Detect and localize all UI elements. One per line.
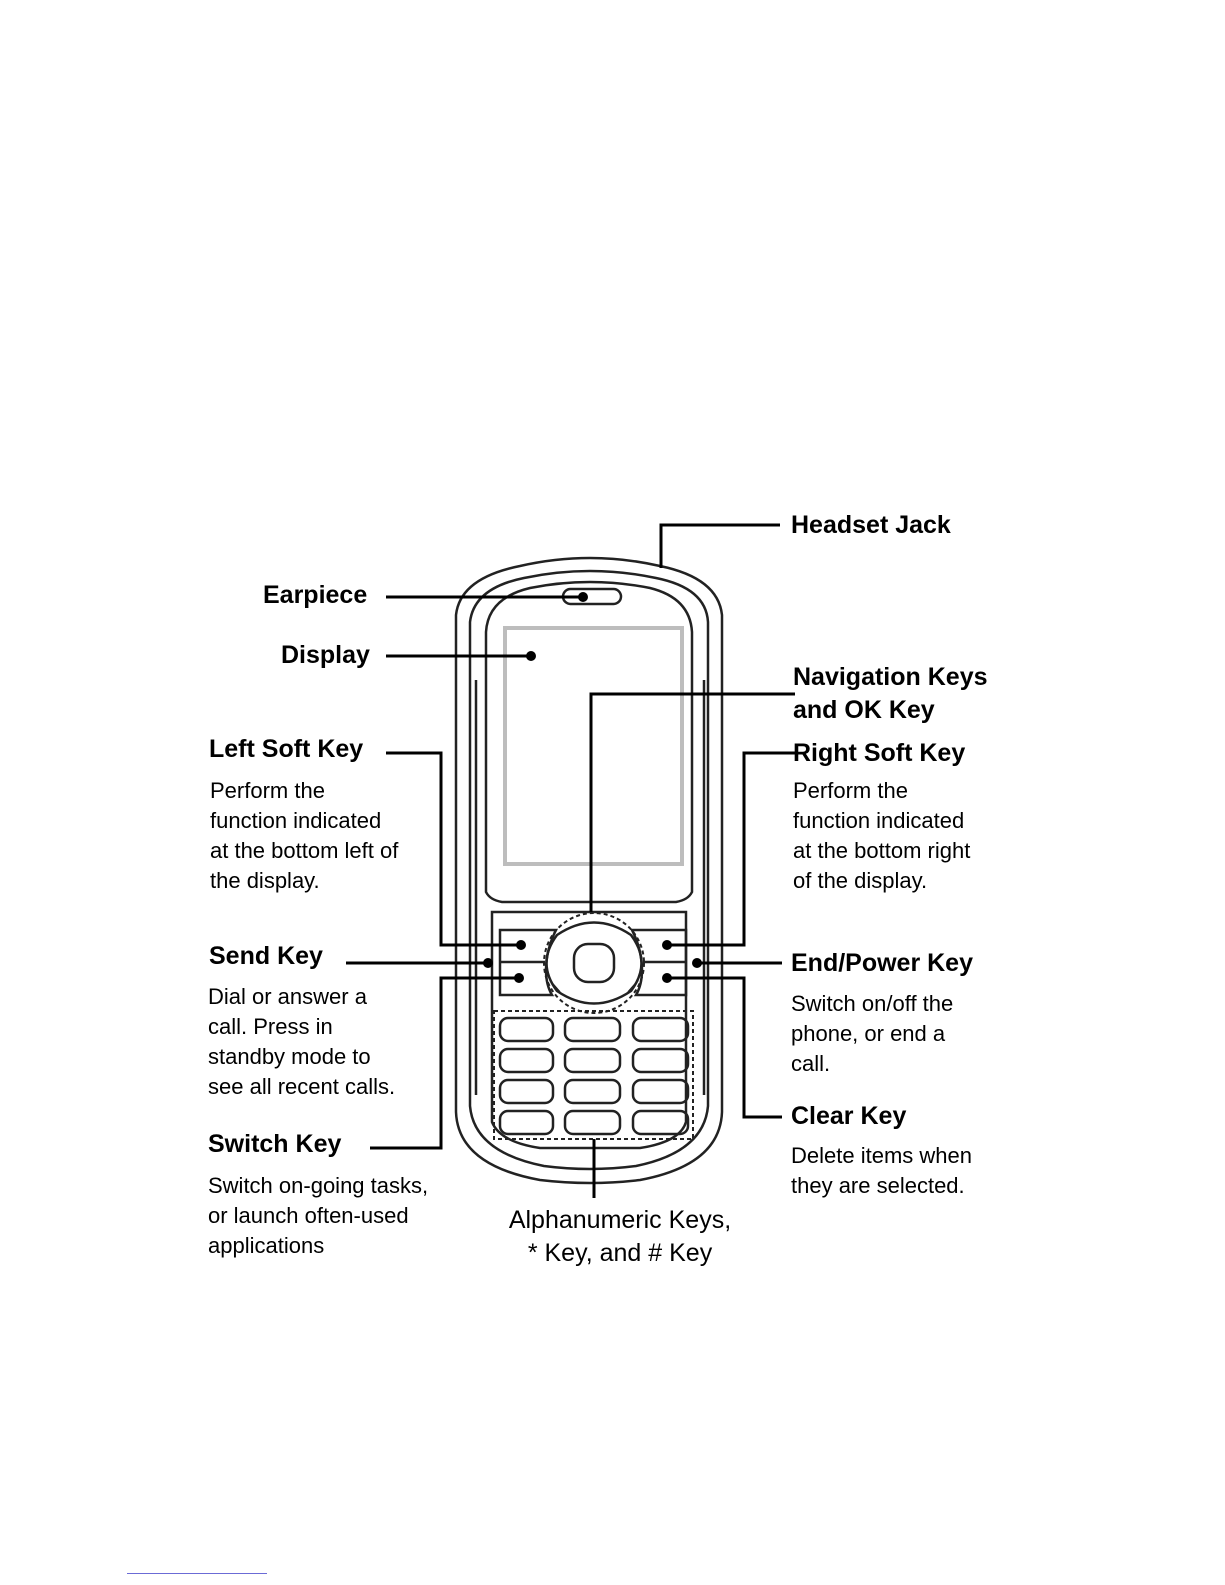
leader-lines: [346, 523, 795, 1198]
switch-key-description: Switch on-going tasks, or launch often-u…: [208, 1173, 429, 1258]
leader-dots: [483, 592, 702, 983]
soft-key-panels: [498, 928, 688, 997]
right-soft-key-description: Perform the function indicated at the bo…: [793, 778, 971, 893]
navigation-keys-label-line2: and OK Key: [793, 696, 935, 724]
navigation-leader: [589, 692, 795, 912]
navigation-pad: [543, 912, 645, 1014]
send-key-label: Send Key: [209, 942, 323, 970]
send-key-description: Dial or answer a call. Press in standby …: [208, 984, 396, 1099]
navigation-keys-label-line1: Navigation Keys: [793, 663, 988, 691]
alphanumeric-keys-label-line2: * Key, and # Key: [527, 1239, 713, 1267]
clear-key-leader: [667, 976, 782, 1119]
right-soft-key-label: Right Soft Key: [793, 739, 966, 767]
clear-key-description: Delete items when they are selected.: [791, 1143, 972, 1198]
display-screen: [503, 626, 684, 866]
headset-jack-label: Headset Jack: [791, 511, 951, 539]
end-power-key-description: Switch on/off the phone, or end a call.: [791, 991, 954, 1076]
alphanumeric-keypad: [493, 1010, 694, 1140]
switch-key-label: Switch Key: [208, 1130, 342, 1158]
ok-key: [572, 942, 616, 984]
left-soft-key-description: Perform the function indicated at the bo…: [210, 778, 399, 893]
end-power-key-label: End/Power Key: [791, 949, 973, 977]
switch-key-leader: [370, 976, 519, 1150]
left-soft-key-leader: [386, 751, 521, 947]
earpiece-label: Earpiece: [263, 581, 368, 609]
clear-key-label: Clear Key: [791, 1102, 907, 1130]
right-soft-key-leader: [667, 751, 795, 947]
headset-jack-leader: [659, 523, 780, 568]
display-label: Display: [281, 641, 370, 669]
alphanumeric-keys-label-line1: Alphanumeric Keys,: [508, 1206, 732, 1234]
left-soft-key-label: Left Soft Key: [209, 735, 364, 763]
footer-rule: [127, 1573, 267, 1574]
side-accents: [474, 680, 706, 1095]
